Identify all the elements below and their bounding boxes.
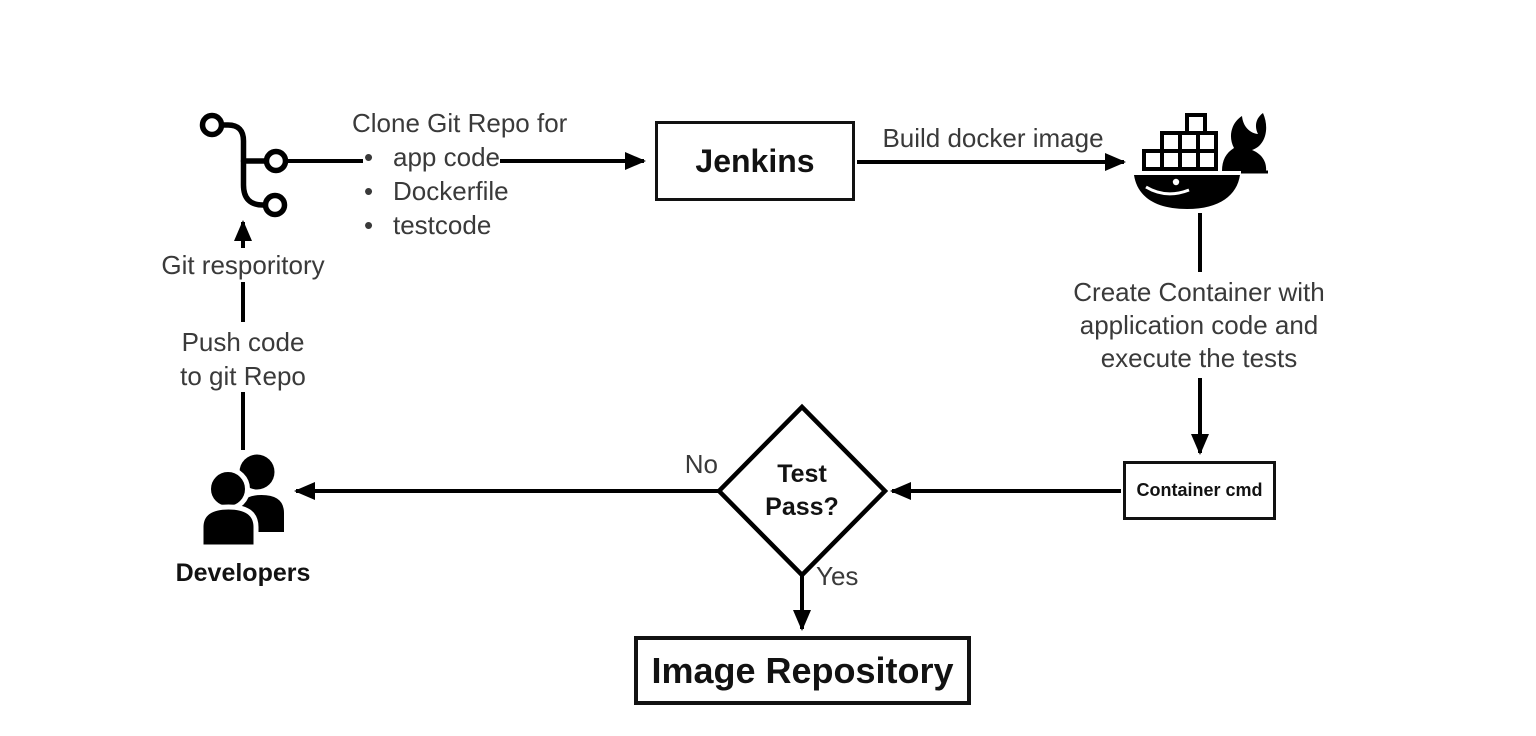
git-node-bottom <box>262 192 288 218</box>
decision-diamond <box>715 403 889 579</box>
decision-label: Test Pass? <box>742 458 862 524</box>
create-container-line2: application code and <box>1079 310 1319 340</box>
image-repository-label: Image Repository <box>651 649 954 691</box>
front-person-body <box>198 504 259 550</box>
connectors <box>234 152 1209 631</box>
push-code-line2: to git Repo <box>180 361 306 391</box>
whale-containers <box>1142 113 1218 171</box>
clone-note-item-testcode: testcode <box>352 208 567 242</box>
clone-note-list: app code Dockerfile testcode <box>352 140 567 242</box>
whale-mouth <box>1145 185 1190 196</box>
developers-icon <box>198 454 284 550</box>
docker-whale-icon <box>1134 113 1268 209</box>
decision-no-label: No <box>684 449 718 479</box>
build-docker-image-label: Build docker image <box>882 123 1104 153</box>
git-node-top <box>199 112 225 138</box>
front-person-head <box>206 467 250 511</box>
git-branch-path <box>218 122 268 208</box>
decision-label-line2: Pass? <box>765 493 839 521</box>
git-node-mid <box>263 148 289 174</box>
create-container-line1: Create Container with <box>1073 277 1325 307</box>
jenkins-node-label: Jenkins <box>695 142 815 179</box>
push-code-line1: Push code <box>181 327 305 357</box>
decision-label-line1: Test <box>777 460 827 488</box>
developers-label: Developers <box>175 559 311 587</box>
clone-note-item-app-code: app code <box>352 140 567 174</box>
whale-eye <box>1172 178 1180 186</box>
clone-note-title: Clone Git Repo for <box>352 108 568 138</box>
create-container-line3: execute the tests <box>1100 343 1298 373</box>
image-repository-node: Image Repository <box>634 636 971 705</box>
container-cmd-label: Container cmd <box>1136 480 1263 500</box>
jenkins-node: Jenkins <box>655 121 855 201</box>
decision-yes-label: Yes <box>816 561 859 591</box>
clone-note-item-dockerfile: Dockerfile <box>352 174 567 208</box>
git-repository-label: Git resporitory <box>161 250 325 280</box>
whale-tail <box>1222 113 1267 171</box>
push-code-note: Push code to git Repo <box>153 325 333 393</box>
create-container-note: Create Container with application code a… <box>1054 276 1344 375</box>
clone-note: Clone Git Repo for app code Dockerfile t… <box>352 106 567 242</box>
git-branch-icon <box>199 112 289 218</box>
container-cmd-node: Container cmd <box>1123 461 1276 520</box>
